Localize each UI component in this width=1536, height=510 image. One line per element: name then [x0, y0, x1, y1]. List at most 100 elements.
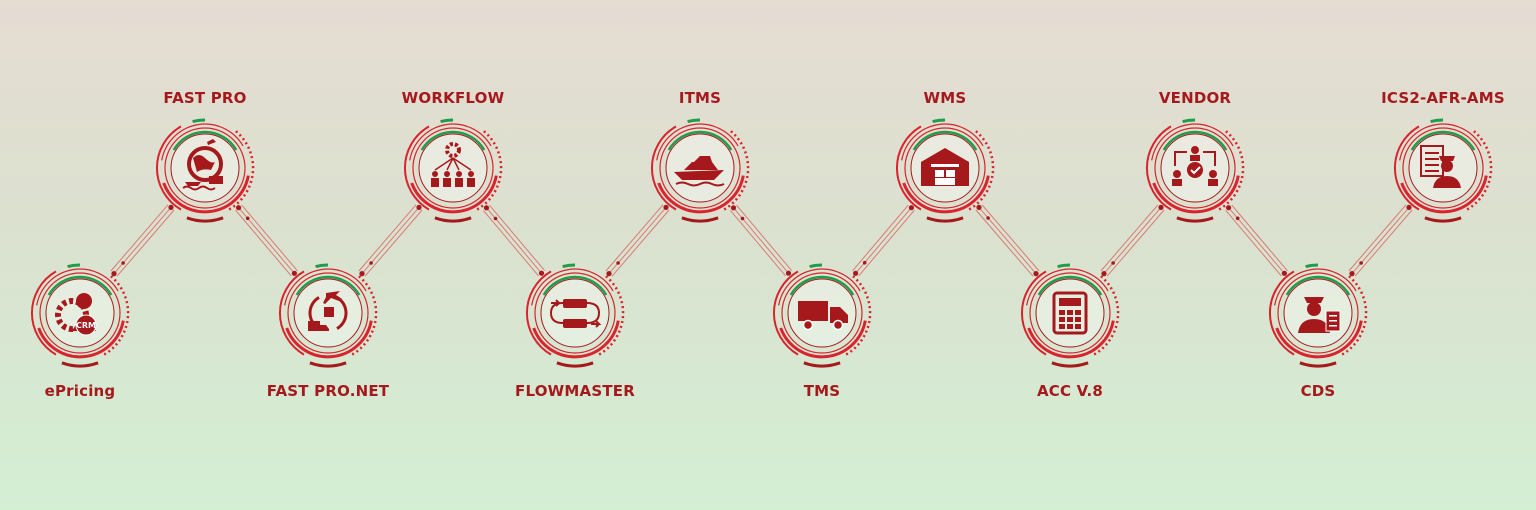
globe-logistics-icon — [182, 139, 223, 191]
ring-outer-tick — [61, 361, 99, 368]
node-tms — [772, 263, 872, 368]
crm-gear-person-icon: CRM — [55, 293, 97, 336]
ring-main — [287, 272, 369, 354]
ring-arc — [1145, 125, 1172, 211]
label-vendor: VENDOR — [1158, 89, 1232, 107]
label-itms: ITMS — [678, 89, 722, 107]
ring-arc-thin — [1151, 123, 1234, 161]
ring-outer-tick — [1299, 361, 1337, 368]
ring-accent — [932, 118, 946, 124]
connector-3 — [483, 204, 545, 277]
ring-arc-thin — [36, 268, 119, 306]
node-flowmaster — [525, 263, 625, 368]
ring-arc-thin — [901, 123, 984, 161]
ring-arc-bold — [657, 175, 745, 214]
ring-arc — [1268, 270, 1295, 356]
label-fast-pro: FAST PRO — [163, 89, 247, 107]
connector-5 — [730, 204, 792, 277]
ring-arc-bold — [902, 175, 990, 214]
ring-arc-thin — [656, 123, 739, 161]
delivery-truck-icon — [798, 301, 848, 331]
label-wms: WMS — [923, 89, 967, 107]
ring-arc — [155, 125, 182, 211]
ring-main — [164, 127, 246, 209]
ring-arc-thin — [531, 268, 614, 306]
ring-ticks — [351, 275, 378, 356]
node-itms — [650, 118, 750, 223]
connector-4 — [605, 204, 670, 277]
ring-inner-accent — [47, 275, 113, 296]
ring-outer-tick — [681, 216, 719, 223]
ring-ticks — [103, 275, 130, 356]
customs-declaration-icon — [1420, 145, 1461, 188]
node-vendor — [1145, 118, 1245, 223]
ring-inner — [540, 278, 610, 348]
node-fast-pro — [155, 118, 255, 223]
ring-main — [412, 127, 494, 209]
ring-arc — [525, 270, 552, 356]
cruise-ship-icon — [674, 156, 725, 187]
ring-accent — [1430, 118, 1444, 124]
nodes: CRM — [30, 118, 1493, 368]
ring-inner-accent — [1285, 275, 1351, 296]
ring-inner-accent — [1162, 130, 1228, 151]
ring-accent — [192, 118, 206, 124]
calculator-icon — [1052, 291, 1088, 335]
ring-inner-accent — [789, 275, 855, 296]
ring-accent — [687, 118, 701, 124]
ring-ticks — [228, 130, 255, 211]
ring-outer-tick — [309, 361, 347, 368]
ring-inner-accent — [172, 130, 238, 151]
ring-arc-bold — [1275, 320, 1363, 359]
ring-main — [659, 127, 741, 209]
ring-arc — [1393, 125, 1420, 211]
ring-arc-thin — [284, 268, 367, 306]
ring-arc-bold — [532, 320, 620, 359]
label-fast-pro-net: FAST PRO.NET — [266, 382, 390, 400]
ring-inner-accent — [1037, 275, 1103, 296]
ring-arc-thin — [1026, 268, 1109, 306]
node-workflow — [403, 118, 503, 223]
ring-arc-thin — [778, 268, 861, 306]
warehouse-icon — [921, 148, 969, 186]
ring-arc-bold — [410, 175, 498, 214]
ring-inner-accent — [667, 130, 733, 151]
connector-1 — [235, 204, 298, 277]
ring-arc — [1020, 270, 1047, 356]
ring-ticks — [968, 130, 995, 211]
ring-outer-tick — [926, 216, 964, 223]
ring-inner-accent — [420, 130, 486, 151]
ring-arc-bold — [285, 320, 373, 359]
ring-accent — [315, 263, 329, 269]
ring-inner-accent — [295, 275, 361, 296]
ring-arc-bold — [1400, 175, 1488, 214]
node-wms — [895, 118, 995, 223]
ring-main — [1402, 127, 1484, 209]
node-cds — [1268, 263, 1368, 368]
ring-outer-tick — [803, 361, 841, 368]
ring-outer-tick — [1176, 216, 1214, 223]
ring-main — [904, 127, 986, 209]
ring-main — [1029, 272, 1111, 354]
label-cds: CDS — [1300, 382, 1336, 400]
customs-officer-icon — [1298, 297, 1341, 333]
ring-inner-accent — [542, 275, 608, 296]
ring-arc — [772, 270, 799, 356]
ring-arc-bold — [1027, 320, 1115, 359]
ring-ticks — [1341, 275, 1368, 356]
ring-accent — [1182, 118, 1196, 124]
connector-9 — [1225, 204, 1288, 277]
label-workflow: WORKFLOW — [401, 89, 505, 107]
node-epricing: CRM — [30, 263, 130, 368]
ring-ticks — [598, 275, 625, 356]
ring-main — [39, 272, 121, 354]
vendor-network-icon — [1172, 146, 1218, 186]
node-ics2-afr-ams — [1393, 118, 1493, 223]
ring-main — [1154, 127, 1236, 209]
svg-text:CRM: CRM — [76, 321, 96, 330]
ring-outer-tick — [1424, 216, 1462, 223]
process-flow-icon — [549, 299, 602, 328]
ring-accent — [1057, 263, 1071, 269]
ring-arc — [895, 125, 922, 211]
